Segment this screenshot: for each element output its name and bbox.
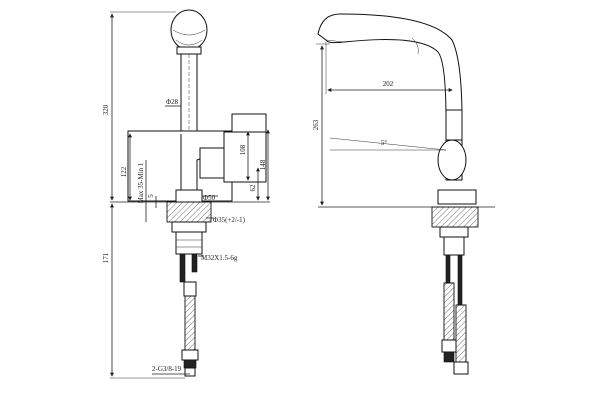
front-view: 320 171 Φ28 122 Max 35-Min 1 5 — [102, 9, 270, 379]
dim-d35-label: Φ35(+2/-1) — [213, 216, 246, 224]
dim-d28: Φ28 — [165, 98, 181, 107]
handle-knob — [170, 9, 208, 55]
dim-hose-thread: 2-G3/8-19 — [152, 365, 190, 375]
dim-122: 122 — [120, 133, 132, 201]
dim-263: 263 — [312, 43, 330, 206]
dim-thread-label: M32X1.5-6g — [201, 254, 238, 262]
dim-angle: 5° — [329, 137, 447, 151]
side-view: 202 263 5° — [312, 13, 495, 375]
dim-202: 202 — [325, 42, 453, 94]
dim-d50-label: Φ50 — [203, 194, 216, 202]
dim-148-label: 148 — [259, 159, 267, 170]
dim-148: 148 — [259, 129, 270, 201]
dim-d28-label: Φ28 — [166, 98, 179, 106]
dim-deck-thickness: Max 35-Min 1 — [137, 160, 147, 222]
spout-tube — [180, 53, 198, 135]
dim-171-label: 171 — [102, 252, 110, 263]
dim-202-label: 202 — [383, 80, 394, 88]
side-lever — [437, 109, 467, 181]
dim-deck-label: Max 35-Min 1 — [137, 162, 145, 203]
dim-d50: Φ50 — [202, 194, 218, 202]
dim-thread: M32X1.5-6g — [198, 254, 238, 262]
dim-263-label: 263 — [312, 119, 320, 130]
supply-hoses — [179, 253, 199, 377]
dim-hose-label: 2-G3/8-19 — [152, 365, 182, 373]
dim-320-label: 320 — [102, 104, 110, 115]
deck-base — [110, 201, 270, 255]
dim-d35: Φ35(+2/-1) — [206, 216, 246, 224]
dim-108: 108 — [239, 131, 250, 181]
dim-62: 62 — [249, 167, 260, 201]
dim-62-label: 62 — [249, 184, 257, 192]
dim-5: 5 — [147, 194, 157, 208]
side-hoses — [441, 254, 469, 375]
dim-171: 171 — [102, 203, 185, 379]
dim-108-label: 108 — [239, 144, 247, 155]
dim-320: 320 — [102, 11, 176, 201]
dim-5-label: 5 — [147, 194, 155, 198]
faucet-body — [127, 113, 267, 203]
dim-122-label: 122 — [120, 166, 128, 177]
dim-angle-label: 5° — [381, 139, 388, 147]
side-deck-base — [318, 189, 495, 256]
